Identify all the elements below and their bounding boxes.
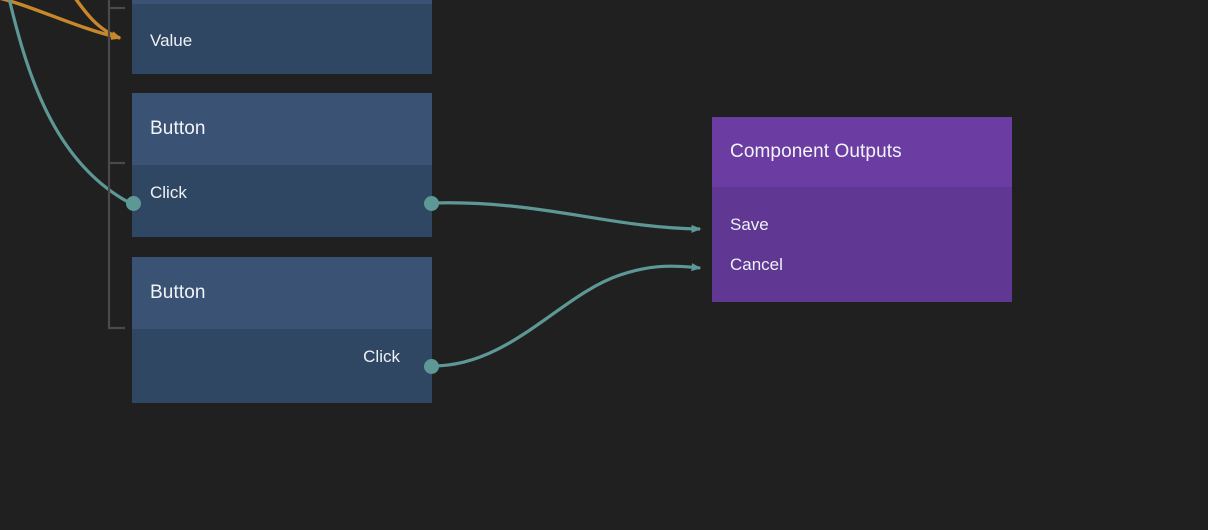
node-value-body: Value <box>132 4 432 74</box>
node-button-1-header: Button <box>132 93 432 165</box>
node-component-outputs-header: Component Outputs <box>712 117 1012 187</box>
node-value[interactable]: Value <box>132 0 432 74</box>
port-row-save[interactable]: Save <box>712 205 1012 245</box>
port-dot-button-2-click-out[interactable] <box>424 359 439 374</box>
port-label-button-1-click-in: Click <box>150 182 187 202</box>
node-button-2[interactable]: Button Click <box>132 257 432 403</box>
group-bracket <box>107 0 125 330</box>
port-label-value: Value <box>150 31 193 50</box>
port-row-button-1-click-in[interactable]: Click <box>132 165 432 205</box>
port-row-cancel[interactable]: Cancel <box>712 245 1012 285</box>
port-dot-button-1-click-in[interactable] <box>126 196 141 211</box>
node-button-1-body: Click <box>132 165 432 237</box>
wire-teal-c <box>432 263 702 368</box>
wire-teal-b <box>432 201 702 233</box>
node-button-1-title: Button <box>150 118 206 139</box>
node-component-outputs[interactable]: Component Outputs Save Cancel <box>712 117 1012 302</box>
wire-teal-a <box>7 0 129 204</box>
node-value-header <box>132 0 432 4</box>
port-label-cancel: Cancel <box>730 255 783 274</box>
node-button-2-body: Click <box>132 329 432 403</box>
node-component-outputs-body: Save Cancel <box>712 187 1012 302</box>
node-button-2-title: Button <box>150 282 206 303</box>
port-label-save: Save <box>730 215 769 234</box>
port-dot-button-1-click-out[interactable] <box>424 196 439 211</box>
port-row-value[interactable]: Value <box>132 22 432 60</box>
wire-orange-b <box>74 0 122 40</box>
node-button-1[interactable]: Button Click <box>132 93 432 237</box>
wire-orange-a <box>0 0 122 40</box>
node-component-outputs-title: Component Outputs <box>730 141 902 162</box>
port-row-button-2-click-out[interactable]: Click <box>132 329 432 369</box>
node-button-2-header: Button <box>132 257 432 329</box>
port-label-button-2-click-out: Click <box>363 347 400 366</box>
